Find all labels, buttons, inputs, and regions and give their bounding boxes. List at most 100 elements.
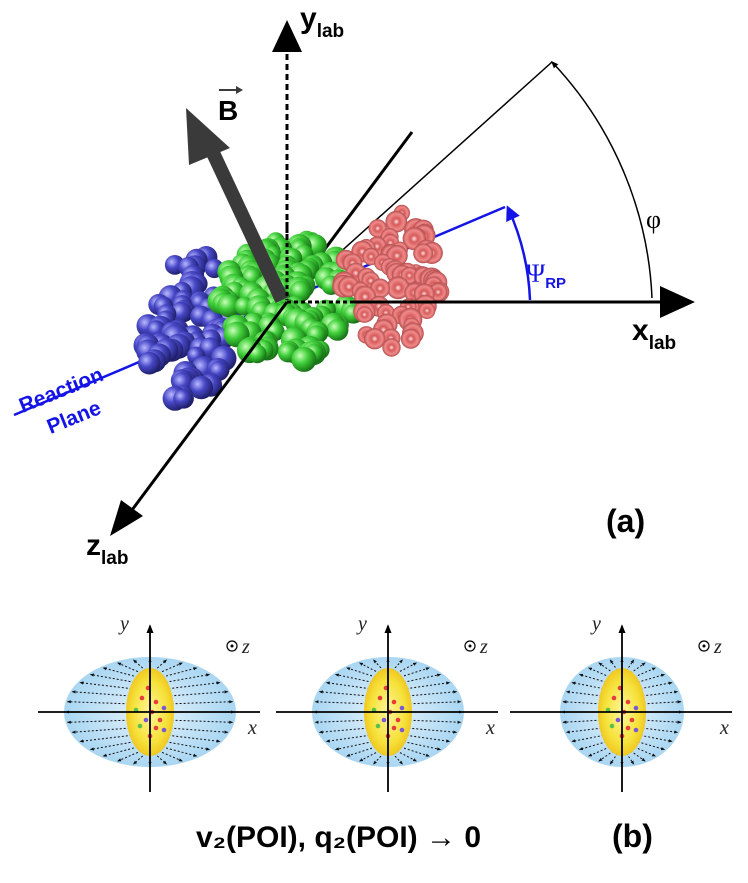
particle-dot (137, 723, 143, 729)
flow-arrow (162, 746, 198, 757)
nucleon (173, 389, 193, 409)
particle-dot (609, 723, 615, 729)
z-axis-label: z (241, 636, 250, 658)
flow-arrow (170, 690, 229, 697)
particle-dot (633, 727, 639, 733)
nucleon (364, 328, 386, 350)
flow-arrow (133, 659, 147, 672)
particle-dot (139, 695, 145, 701)
particle-dot (381, 717, 387, 723)
nucleon (189, 375, 213, 400)
flow-arrow (165, 673, 211, 683)
flow-arrow (346, 667, 376, 678)
flow-arrow (373, 659, 385, 672)
flow-arrow (325, 681, 370, 690)
b-field-label: B (218, 86, 243, 126)
nucleon (400, 328, 421, 349)
particle-dot (391, 699, 397, 705)
particle-dot (157, 717, 163, 723)
particle-dot (629, 717, 635, 723)
nucleon (247, 344, 267, 364)
flow-arrow (406, 734, 451, 743)
particle-dot (153, 699, 159, 705)
flow-arrow (408, 690, 458, 697)
flow-arrow (409, 700, 462, 705)
particle-dot (615, 717, 621, 723)
flow-arrow (406, 681, 451, 690)
y-axis-label: y (590, 613, 601, 635)
panel-a: ylab xlab zlab B ΨRP φ Reaction Plane (a… (13, 2, 695, 569)
flow-arrow (571, 681, 604, 690)
phi-arc (550, 60, 653, 299)
flow-arrow (102, 667, 138, 678)
flow-arrow (117, 750, 142, 762)
flow-arrow (71, 690, 130, 697)
flow-arrow (325, 734, 370, 743)
psi-rp-label: ΨRP (526, 259, 566, 292)
z-dot (468, 644, 472, 648)
y-axis-label: ylab (300, 2, 344, 42)
flow-arrow (89, 673, 135, 683)
particle-dot (377, 695, 383, 701)
particle-dot (375, 723, 381, 729)
flow-arrow (133, 752, 147, 765)
flow-arrow (565, 727, 602, 734)
z-axis-label: z (479, 636, 488, 658)
nucleon (326, 319, 349, 341)
flow-diagram: yxz (38, 613, 260, 792)
flow-arrow (409, 719, 462, 724)
flow-arrow (158, 750, 183, 762)
nucleon (291, 346, 317, 372)
particle-dot (625, 725, 631, 731)
flow-arrow (598, 662, 614, 674)
flow-arrow (391, 659, 403, 672)
flow-arrow (102, 746, 138, 757)
reaction-plane-label: Reaction Plane (16, 363, 107, 439)
flow-diagram: yxz (276, 613, 498, 792)
phi-label: φ (646, 205, 661, 234)
flow-arrow (642, 727, 679, 734)
nucleon (170, 301, 192, 324)
flow-arrow (400, 667, 430, 678)
z-out-of-page-icon (464, 640, 476, 652)
flow-arrow (578, 741, 607, 751)
flow-arrow (578, 673, 607, 683)
flow-arrow (630, 750, 646, 762)
particle-dot (391, 725, 397, 731)
flow-arrow (71, 727, 130, 734)
z-axis (130, 301, 289, 511)
x-axis-label: xlab (632, 314, 676, 354)
flow-arrow (408, 727, 458, 734)
nucleon (413, 243, 433, 264)
flow-diagram: yxz (510, 613, 732, 792)
psi-rp-arc (506, 205, 532, 301)
flow-arrow (314, 719, 367, 724)
right-spectators (332, 204, 450, 357)
flow-arrow (79, 734, 132, 743)
x-axis-label: x (719, 717, 729, 739)
x-axis-arrowhead (660, 286, 695, 318)
y-axis-label: y (356, 613, 367, 635)
flow-arrow (640, 734, 673, 743)
z-out-of-page-icon (226, 640, 238, 652)
z-out-of-page-icon (698, 640, 710, 652)
flow-arrow (598, 750, 614, 762)
flow-arrow (89, 741, 135, 751)
flow-arrow (153, 752, 167, 765)
panel-a-label: (a) (606, 503, 645, 539)
nucleon (138, 351, 161, 375)
y-axis-label: y (118, 613, 129, 635)
particle-dot (625, 699, 631, 705)
flow-arrow (318, 690, 368, 697)
flow-arrow (565, 690, 602, 697)
particle-dot (395, 717, 401, 723)
participants (207, 230, 366, 372)
y-axis-arrowhead (272, 20, 302, 52)
nucleon (382, 338, 401, 357)
particle-dot (611, 695, 617, 701)
flow-arrow (346, 746, 376, 757)
z-axis-arrowhead (110, 500, 143, 536)
panel-b-label: (b) (612, 818, 653, 854)
